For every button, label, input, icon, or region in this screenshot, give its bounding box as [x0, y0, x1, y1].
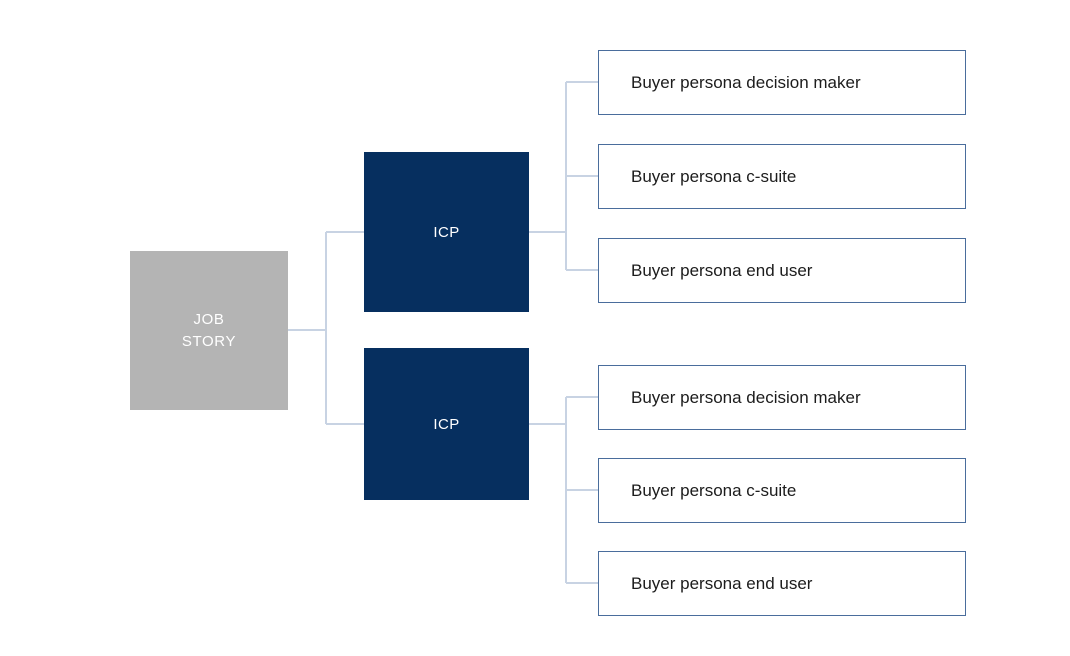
node-icp-1[interactable]: ICP: [364, 152, 529, 312]
node-buyer-persona-c-suite-1-label: Buyer persona c-suite: [631, 166, 797, 186]
node-icp-2-label: ICP: [433, 415, 460, 433]
node-buyer-persona-c-suite-1[interactable]: Buyer persona c-suite: [598, 144, 966, 209]
node-job-story[interactable]: JOB STORY: [130, 251, 288, 410]
node-icp-1-label: ICP: [433, 223, 460, 241]
node-buyer-persona-decision-maker-1[interactable]: Buyer persona decision maker: [598, 50, 966, 115]
node-icp-2[interactable]: ICP: [364, 348, 529, 500]
node-buyer-persona-decision-maker-2-label: Buyer persona decision maker: [631, 387, 861, 407]
node-buyer-persona-decision-maker-2[interactable]: Buyer persona decision maker: [598, 365, 966, 430]
node-buyer-persona-c-suite-2[interactable]: Buyer persona c-suite: [598, 458, 966, 523]
node-job-story-label: JOB STORY: [181, 310, 237, 350]
node-buyer-persona-end-user-2[interactable]: Buyer persona end user: [598, 551, 966, 616]
node-buyer-persona-end-user-1-label: Buyer persona end user: [631, 260, 813, 280]
node-buyer-persona-end-user-2-label: Buyer persona end user: [631, 573, 813, 593]
node-buyer-persona-c-suite-2-label: Buyer persona c-suite: [631, 480, 797, 500]
node-buyer-persona-decision-maker-1-label: Buyer persona decision maker: [631, 72, 861, 92]
node-buyer-persona-end-user-1[interactable]: Buyer persona end user: [598, 238, 966, 303]
